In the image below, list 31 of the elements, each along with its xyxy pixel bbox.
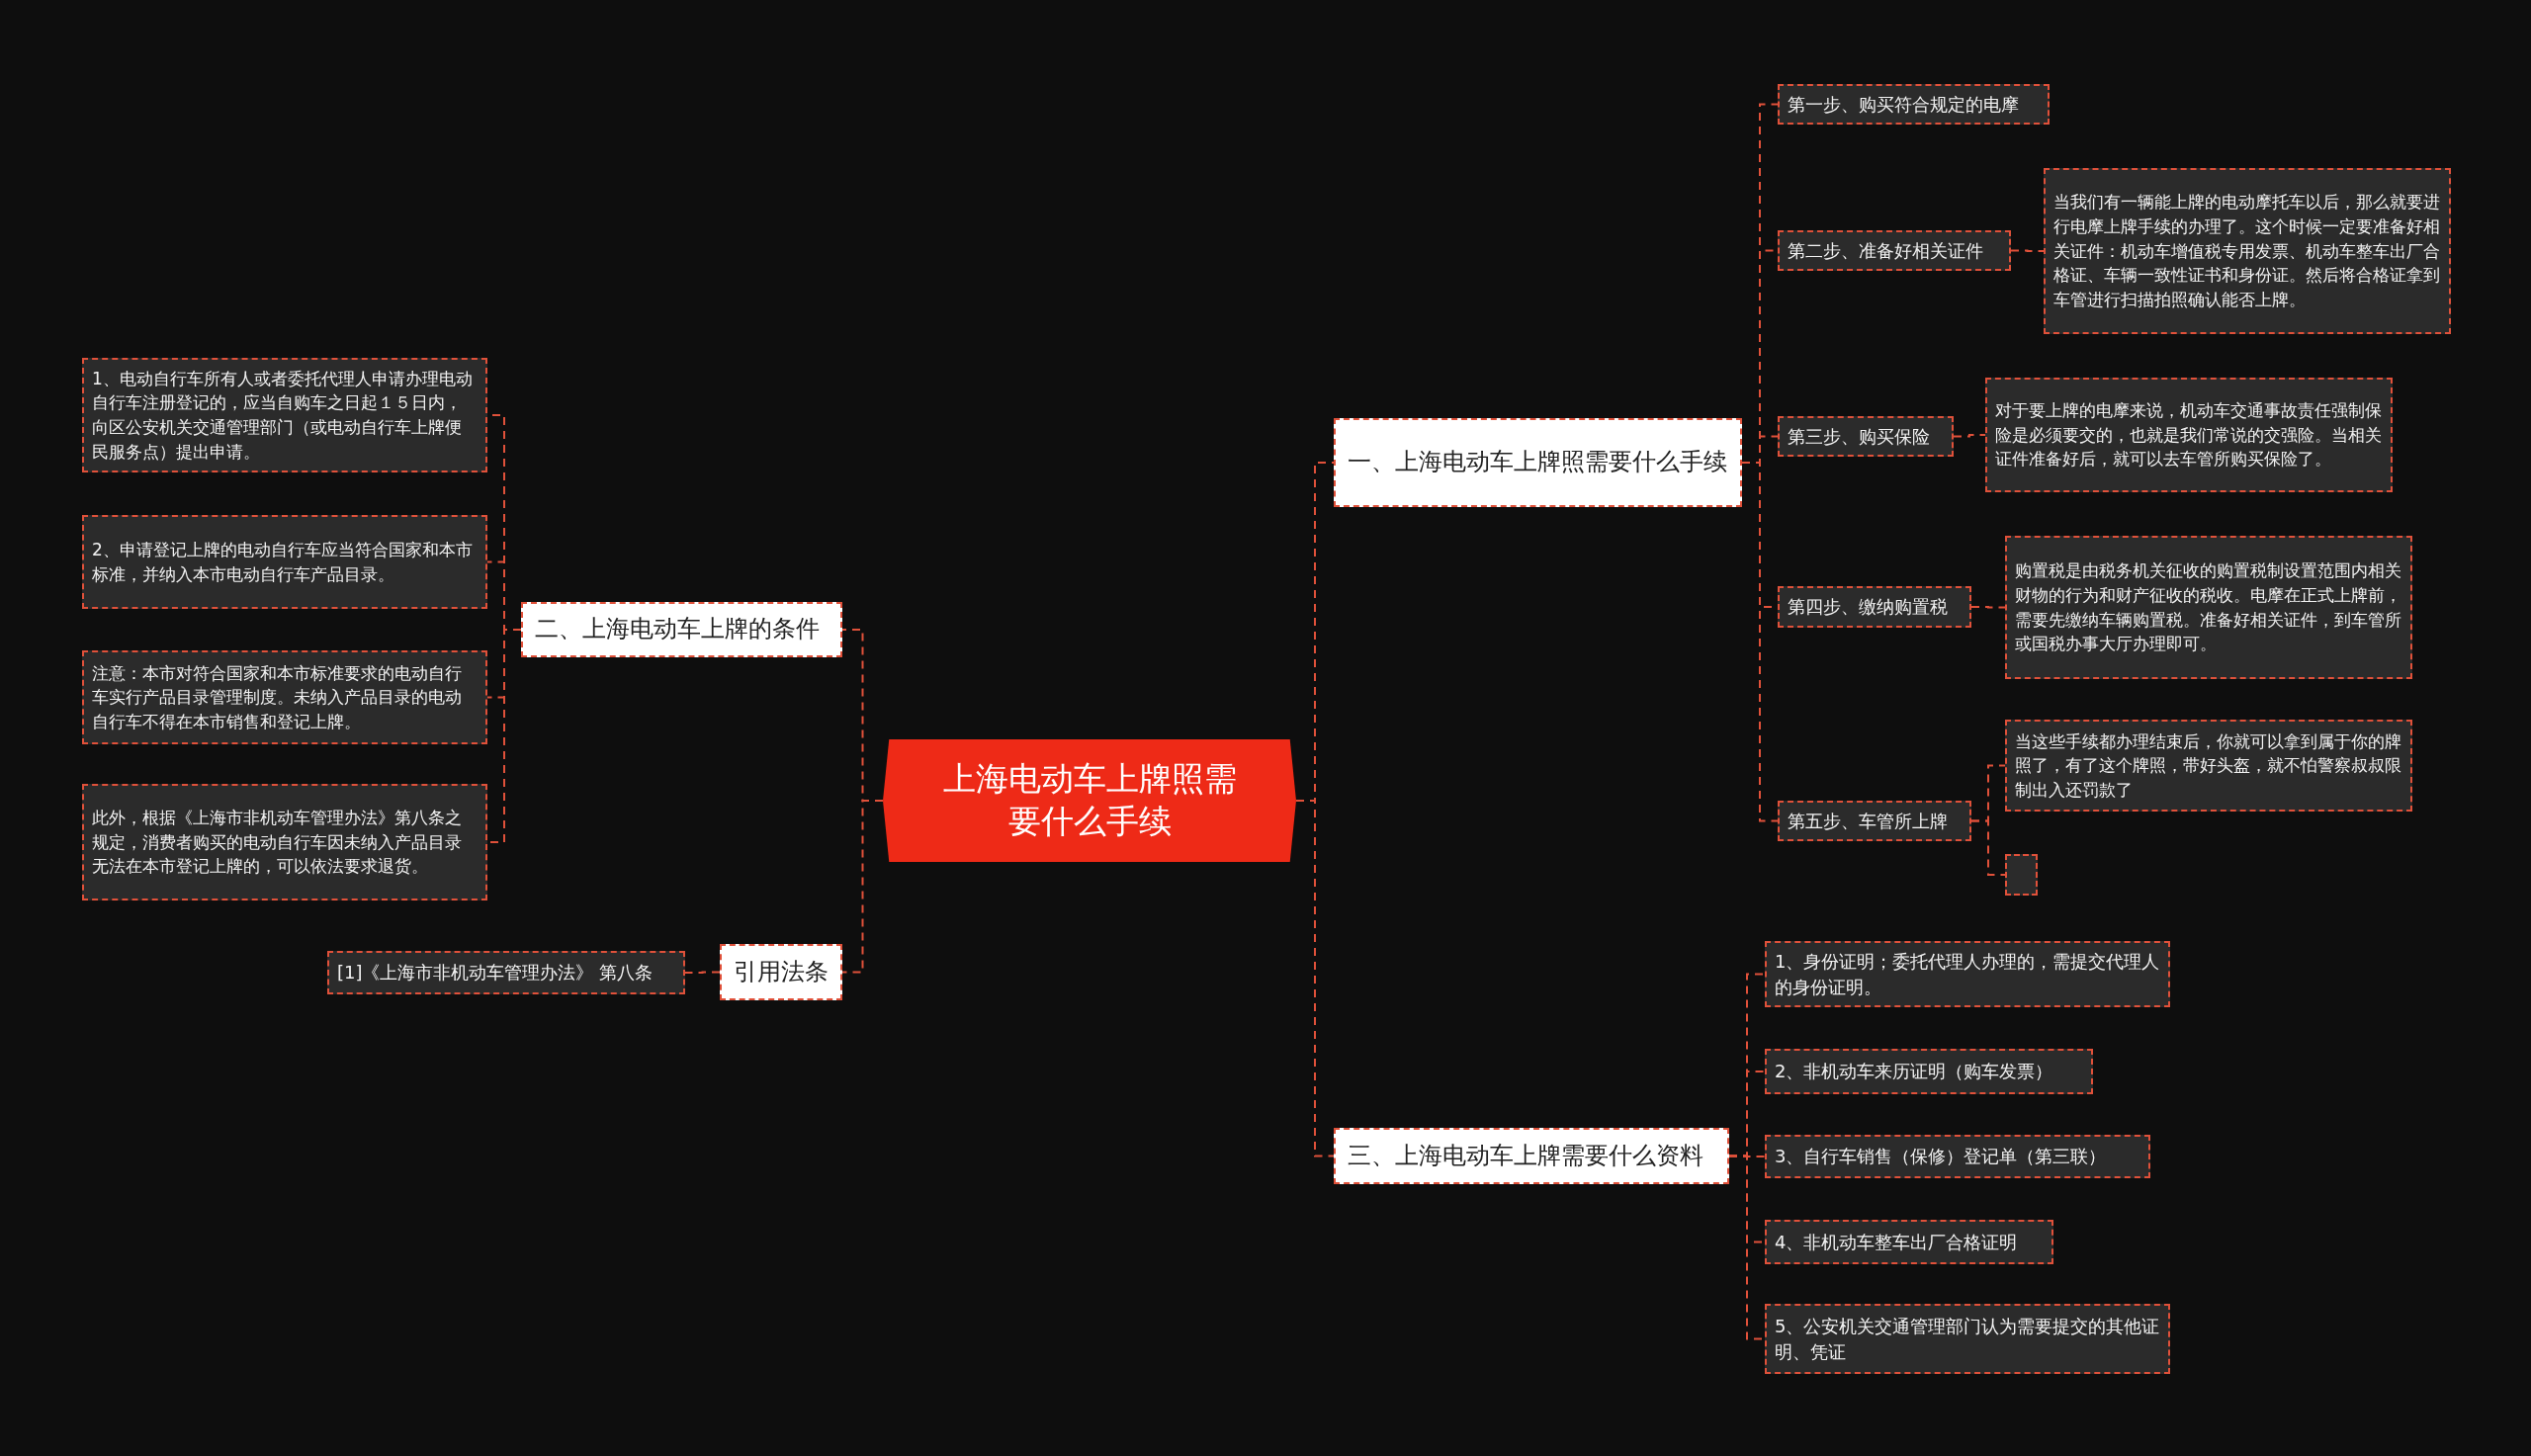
branch-topic: 三、上海电动车上牌需要什么资料 [1334,1128,1729,1184]
central-topic: 上海电动车上牌照需要什么手续 [883,739,1296,862]
connector [684,971,721,974]
note-box: 1、电动自行车所有人或者委托代理人申请办理电动自行车注册登记的，应当自购车之日起１５日内，向区公安机关交通管理部门（或电动自行车上牌便民服务点）提出申请。 [82,358,487,472]
connector [1970,606,2006,609]
subtopic-box: 第五步、车管所上牌 [1778,801,1971,841]
subtopic-box: [1]《上海市非机动车管理办法》 第八条 [327,951,685,994]
connector [1953,434,1986,438]
subtopic-box: 3、自行车销售（保修）登记单（第三联） [1765,1135,2150,1178]
subtopic-box: 第二步、准备好相关证件 [1778,230,2011,271]
subtopic-box: 1、身份证明；委托代理人办理的，需提交代理人的身份证明。 [1765,941,2170,1007]
note-box: 对于要上牌的电摩来说，机动车交通事故责任强制保险是必须要交的，也就是我们常说的交强险。当相关证件准备好后，就可以去车管所购买保险了。 [1985,378,2393,492]
branch-topic: 二、上海电动车上牌的条件 [521,602,842,657]
note-box: 此外，根据《上海市非机动车管理办法》第八条之规定，消费者购买的电动自行车因未纳入产品目录无法在本市登记上牌的，可以依法要求退货。 [82,784,487,900]
connector [2010,249,2045,252]
note-box: 当这些手续都办理结束后，你就可以拿到属于你的牌照了，有了这个牌照，带好头盔，就不怕警察叔叔限制出入还罚款了 [2005,720,2412,812]
subtopic-box: 第四步、缴纳购置税 [1778,586,1971,628]
note-box: 当我们有一辆能上牌的电动摩托车以后，那么就要进行电摩上牌手续的办理了。这个时候一定要准备好相关证件：机动车增值税专用发票、机动车整车出厂合格证、车辆一致性证书和身份证。然后将合格证拿到车管进行扫描拍照确认能否上牌。 [2044,168,2451,334]
branch-topic: 引用法条 [720,944,842,1000]
subtopic-box: 5、公安机关交通管理部门认为需要提交的其他证明、凭证 [1765,1304,2170,1374]
note-box: 购置税是由税务机关征收的购置税制设置范围内相关财物的行为和财产征收的税收。电摩在正式上牌前，需要先缴纳车辆购置税。准备好相关证件，到车管所或国税办事大厅办理即可。 [2005,536,2412,679]
subtopic-box: 4、非机动车整车出厂合格证明 [1765,1220,2053,1264]
branch-topic: 一、上海电动车上牌照需要什么手续 [1334,418,1742,507]
connector [841,800,884,974]
subtopic-box: 第一步、购买符合规定的电摩 [1778,84,2050,125]
empty-topic-box [2005,854,2038,896]
connector [1970,819,2006,876]
note-box: 2、申请登记上牌的电动自行车应当符合国家和本市标准，并纳入本市电动自行车产品目录。 [82,515,487,609]
subtopic-box: 2、非机动车来历证明（购车发票） [1765,1049,2093,1094]
subtopic-box: 第三步、购买保险 [1778,416,1954,457]
note-box: 注意：本市对符合国家和本市标准要求的电动自行车实行产品目录管理制度。未纳入产品目录的电动自行车不得在本市销售和登记上牌。 [82,650,487,744]
